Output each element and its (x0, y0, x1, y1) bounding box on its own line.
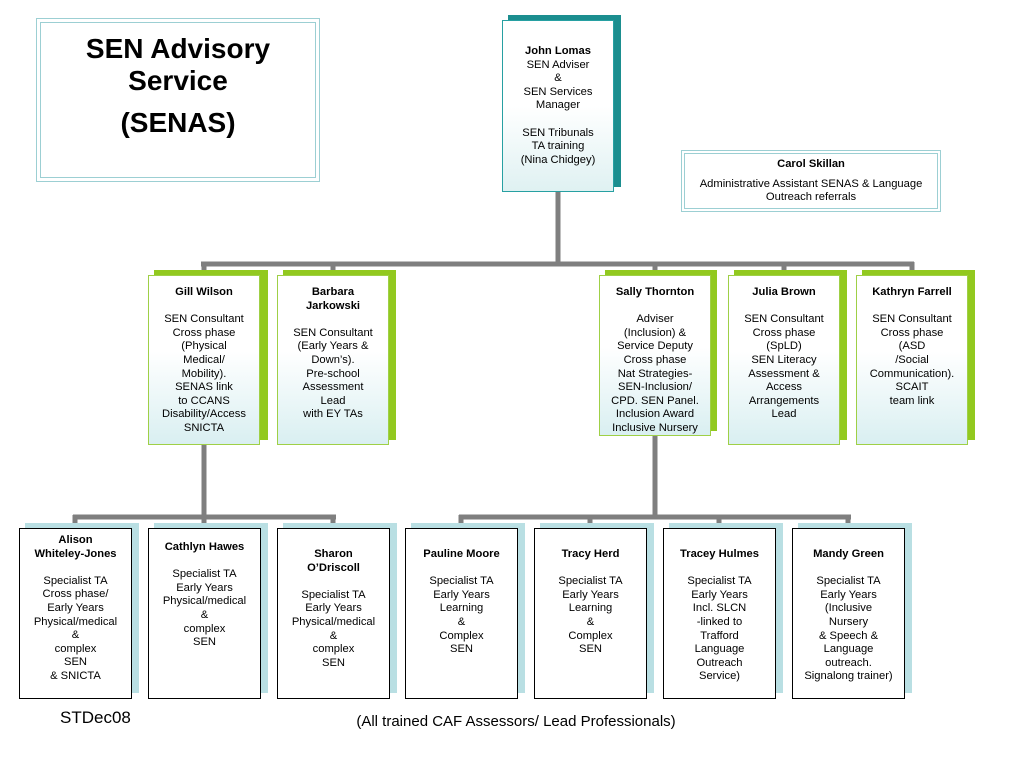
ta-desc: Specialist TA Early Years Physical/medic… (291, 588, 376, 669)
title-line-1: SEN Advisory (85, 33, 271, 64)
ta-box-pauline: Pauline Moore Specialist TA Early Years … (405, 528, 518, 699)
consultant-desc: SEN Consultant (Early Years & Down’s). P… (293, 326, 373, 421)
ta-name: Pauline Moore (423, 548, 500, 560)
ta-name: Sharon O’Driscoll (307, 548, 360, 574)
consultant-name: Julia Brown (752, 286, 816, 298)
director-name: John Lomas (525, 45, 591, 57)
consultant-box-gill: Gill Wilson SEN Consultant Cross phase (… (148, 275, 260, 445)
ta-name: Cathlyn Hawes (164, 541, 245, 553)
director-desc: SEN Adviser & SEN Services Manager SEN T… (520, 58, 596, 166)
ta-desc: Specialist TA Early Years Physical/medic… (162, 568, 247, 649)
ta-box-mandy: Mandy Green Specialist TA Early Years (I… (792, 528, 905, 699)
consultant-desc: SEN Consultant Cross phase (ASD /Social … (869, 313, 955, 407)
consultant-box-kathryn: Kathryn Farrell SEN Consultant Cross pha… (856, 275, 968, 445)
consultant-box-julia: Julia Brown SEN Consultant Cross phase (… (728, 275, 840, 445)
ta-box-alison: Alison Whiteley-Jones Specialist TA Cros… (19, 528, 132, 699)
admin-desc: Administrative Assistant SENAS & Languag… (699, 177, 923, 204)
footer-date-code: STDec08 (60, 708, 131, 727)
consultant-name: Barbara Jarkowski (305, 286, 361, 312)
ta-name: Tracey Hulmes (680, 548, 759, 560)
consultant-name: Sally Thornton (615, 286, 695, 298)
ta-desc: Specialist TA Early Years Incl. SLCN -li… (687, 575, 752, 683)
ta-box-tracey: Tracey Hulmes Specialist TA Early Years … (663, 528, 776, 699)
ta-box-sharon: Sharon O’Driscoll Specialist TA Early Ye… (277, 528, 390, 699)
ta-desc: Specialist TA Early Years Learning & Com… (429, 575, 494, 656)
director-box: John Lomas SEN Adviser & SEN Services Ma… (502, 20, 614, 192)
admin-box: Carol Skillan Administrative Assistant S… (681, 150, 941, 212)
title-line-2: Service (128, 65, 228, 96)
ta-desc: Specialist TA Early Years (Inclusive Nur… (804, 575, 893, 683)
admin-name: Carol Skillan (777, 158, 845, 170)
consultant-desc: SEN Consultant Cross phase (Physical Med… (162, 313, 246, 434)
ta-box-cathlyn: Cathlyn Hawes Specialist TA Early Years … (148, 528, 261, 699)
title-line-3: (SENAS) (120, 107, 236, 138)
ta-name: Alison Whiteley-Jones (34, 534, 117, 560)
footer-note: (All trained CAF Assessors/ Lead Profess… (356, 713, 676, 730)
ta-desc: Specialist TA Early Years Learning & Com… (558, 575, 623, 656)
consultant-desc: Adviser (Inclusion) & Service Deputy Cro… (611, 313, 699, 434)
title-box: SEN Advisory Service (SENAS) (36, 18, 320, 182)
ta-box-tracy: Tracy Herd Specialist TA Early Years Lea… (534, 528, 647, 699)
ta-desc: Specialist TA Cross phase/ Early Years P… (33, 574, 118, 682)
consultant-box-barbara: Barbara Jarkowski SEN Consultant (Early … (277, 275, 389, 445)
consultant-box-sally: Sally Thornton Adviser (Inclusion) & Ser… (599, 275, 711, 436)
consultant-name: Kathryn Farrell (872, 286, 952, 298)
consultant-name: Gill Wilson (175, 286, 233, 298)
ta-name: Mandy Green (813, 548, 884, 560)
title-inner: SEN Advisory Service (SENAS) (40, 22, 316, 178)
admin-box-inner: Carol Skillan Administrative Assistant S… (684, 153, 938, 209)
consultant-desc: SEN Consultant Cross phase (SpLD) SEN Li… (744, 313, 824, 421)
ta-name: Tracy Herd (561, 548, 620, 560)
